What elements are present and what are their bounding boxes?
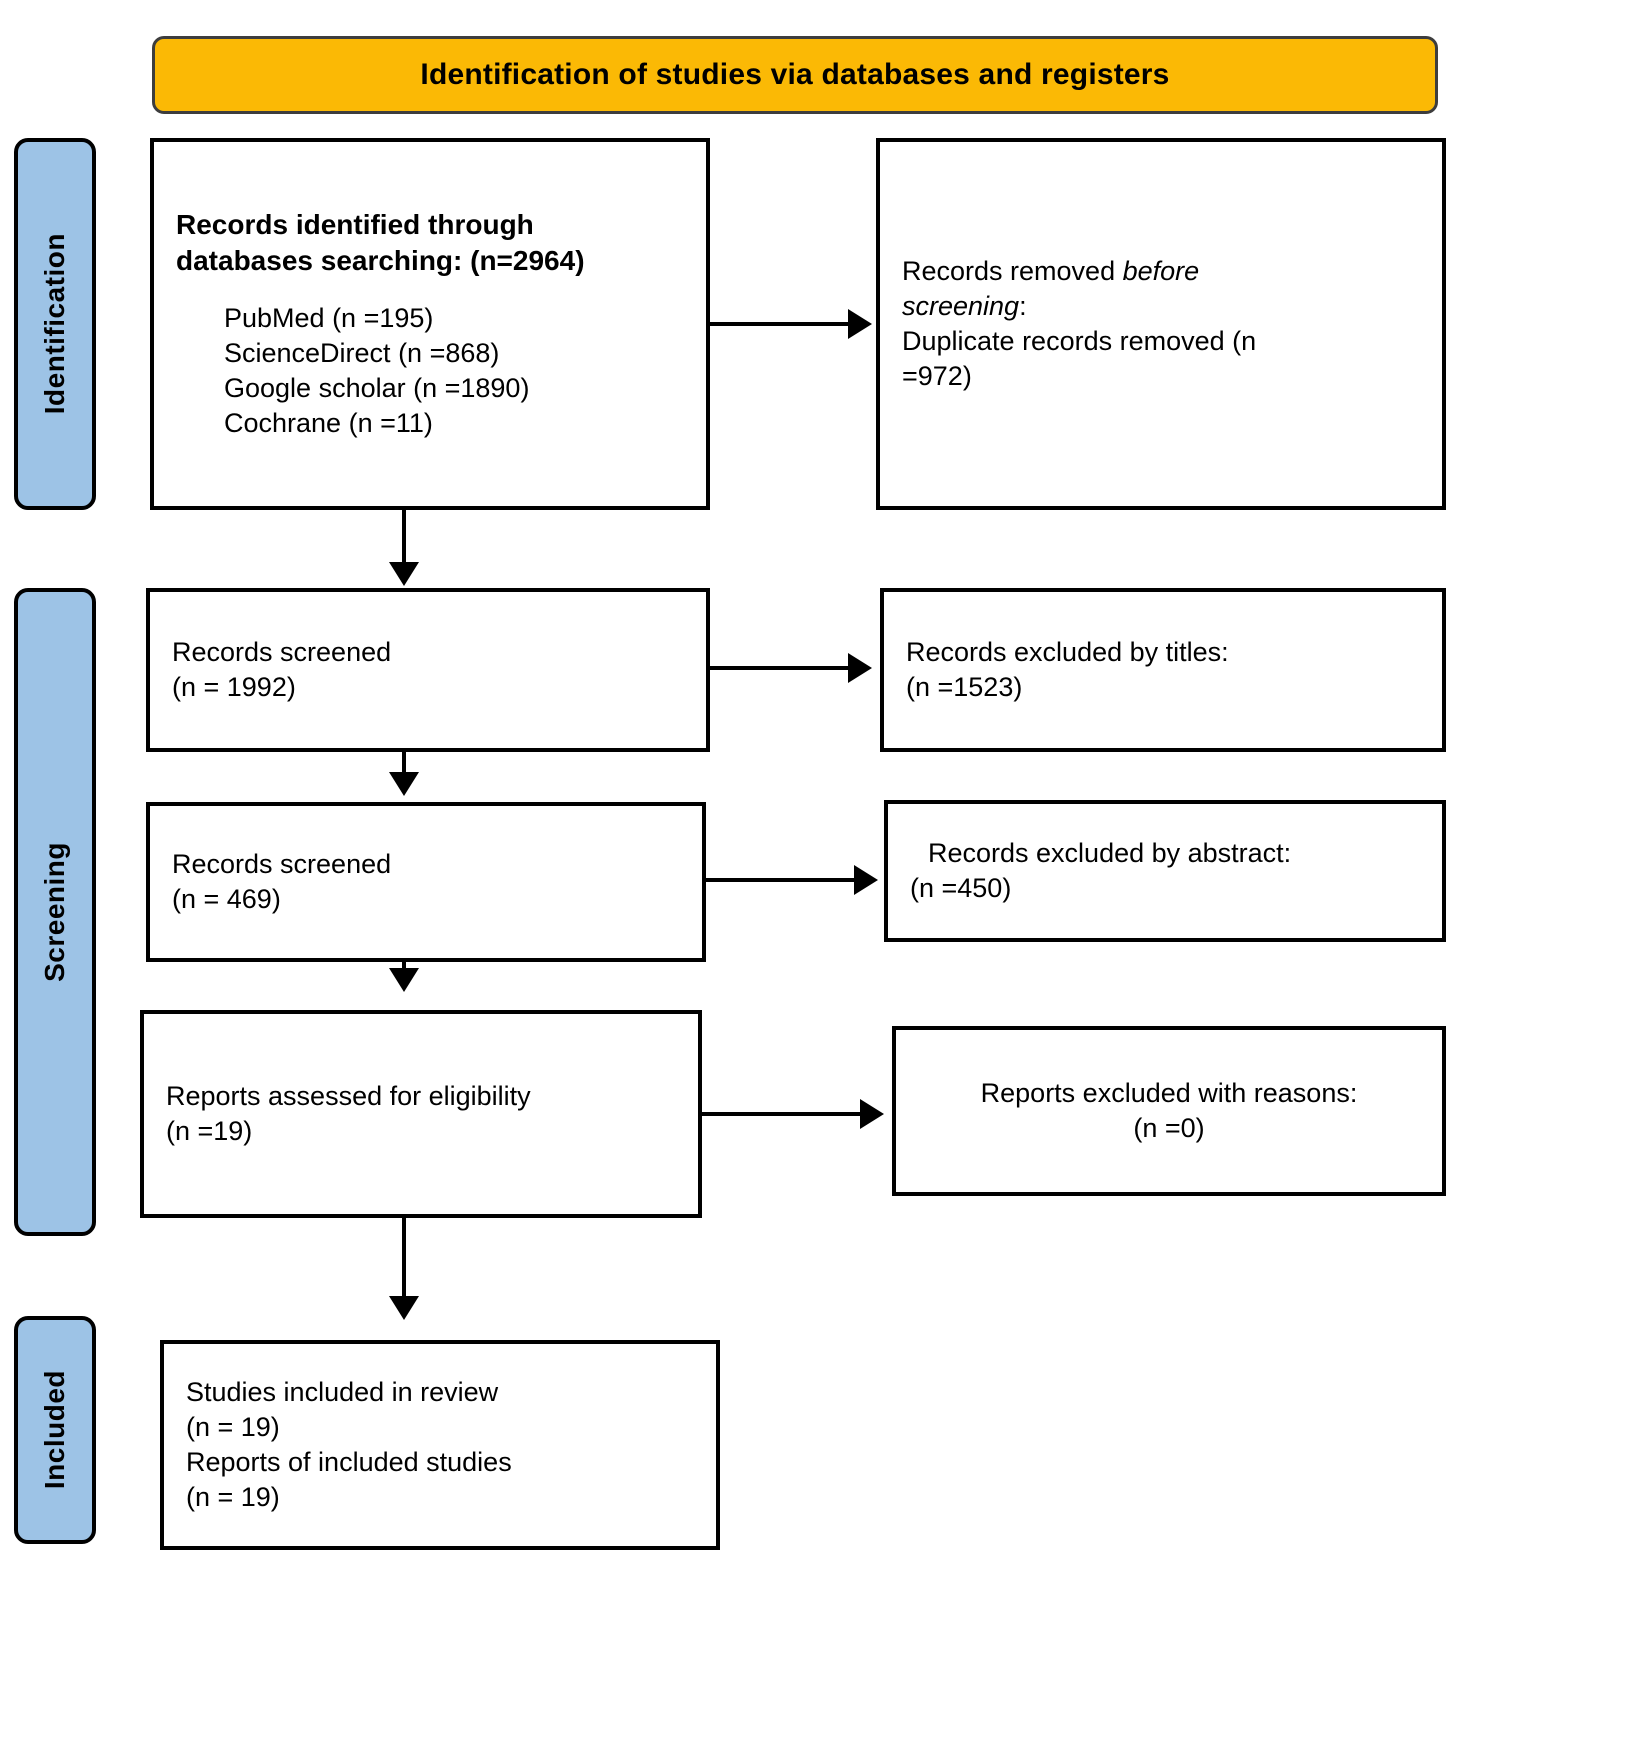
source-cochrane: Cochrane (n =11) [224,407,433,438]
box-records-screened-1: Records screened (n = 1992) [146,588,710,752]
source-pubmed: PubMed (n =195) [224,302,434,333]
eligibility-label: Reports assessed for eligibility [166,1080,531,1111]
stage-label-included: Included [14,1316,96,1544]
stage-label-identification-text: Identification [39,233,70,415]
connector-identified-to-removed [710,322,850,326]
records-removed-line2: screening: [902,289,1420,324]
arrowhead-screened1-to-excluded-titles [848,653,872,683]
eligibility-count: (n =19) [166,1116,253,1146]
box-records-screened-2: Records screened (n = 469) [146,802,706,962]
connector-screened1-to-excluded-titles [710,666,850,670]
records-identified-heading-line1: Records identified through [176,208,534,240]
connector-screened1-to-screened2 [402,752,406,778]
box-studies-included: Studies included in review (n = 19) Repo… [160,1340,720,1550]
excluded-abstract-label: Records excluded by abstract: [928,837,1292,868]
box-records-excluded-abstract: Records excluded by abstract: (n =450) [884,800,1446,942]
connector-identified-to-screened1 [402,510,406,566]
arrowhead-identified-to-removed [848,309,872,339]
arrowhead-eligibility-to-included [389,1296,419,1320]
source-sciencedirect: ScienceDirect (n =868) [224,337,500,368]
excluded-reasons-count: (n =0) [1133,1113,1205,1143]
connector-eligibility-to-included [402,1218,406,1300]
spacer [176,279,684,301]
excluded-titles-count: (n =1523) [906,672,1023,702]
included-studies-count: (n = 19) [186,1411,280,1442]
stage-label-identification: Identification [14,138,96,510]
excluded-abstract-count: (n =450) [910,873,1012,903]
stage-label-screening-text: Screening [39,842,70,982]
arrowhead-screened2-to-eligibility [389,968,419,992]
included-studies-label: Studies included in review [186,1376,499,1407]
box-reports-excluded-reasons: Reports excluded with reasons: (n =0) [892,1026,1446,1196]
records-screened-1-label: Records screened [172,636,392,667]
arrowhead-screened1-to-screened2 [389,772,419,796]
records-removed-prefix: Records removed [902,255,1123,286]
source-google-scholar: Google scholar (n =1890) [224,372,530,403]
records-removed-italic-screening: screening [902,290,1020,321]
connector-screened2-to-excluded-abstract [706,878,856,882]
box-records-excluded-titles: Records excluded by titles: (n =1523) [880,588,1446,752]
records-removed-colon: : [1019,290,1027,321]
records-removed-line4: =972) [902,361,972,392]
box-records-removed: Records removed before screening: Duplic… [876,138,1446,510]
stage-label-screening: Screening [14,588,96,1236]
diagram-header-banner: Identification of studies via databases … [152,36,1438,114]
box-reports-assessed-eligibility: Reports assessed for eligibility (n =19) [140,1010,702,1218]
records-screened-2-count: (n = 469) [172,884,281,914]
arrowhead-screened2-to-excluded-abstract [854,865,878,895]
included-reports-label: Reports of included studies [186,1447,512,1477]
stage-label-included-text: Included [39,1370,70,1490]
records-screened-2-label: Records screened [172,848,392,879]
records-screened-1-count: (n = 1992) [172,672,296,702]
excluded-reasons-label: Reports excluded with reasons: [980,1077,1358,1108]
records-removed-line1: Records removed before [902,254,1420,289]
records-removed-italic-before: before [1122,255,1200,286]
banner-title: Identification of studies via databases … [420,58,1170,91]
arrowhead-identified-to-screened1 [389,562,419,586]
arrowhead-eligibility-to-excluded-reasons [860,1099,884,1129]
included-reports-count: (n = 19) [186,1482,280,1513]
excluded-titles-label: Records excluded by titles: [906,636,1229,667]
records-identified-heading-line2: databases searching: (n=2964) [176,244,585,276]
connector-eligibility-to-excluded-reasons [702,1112,862,1116]
records-removed-line3: Duplicate records removed (n [902,326,1257,356]
box-records-identified: Records identified through databases sea… [150,138,710,510]
